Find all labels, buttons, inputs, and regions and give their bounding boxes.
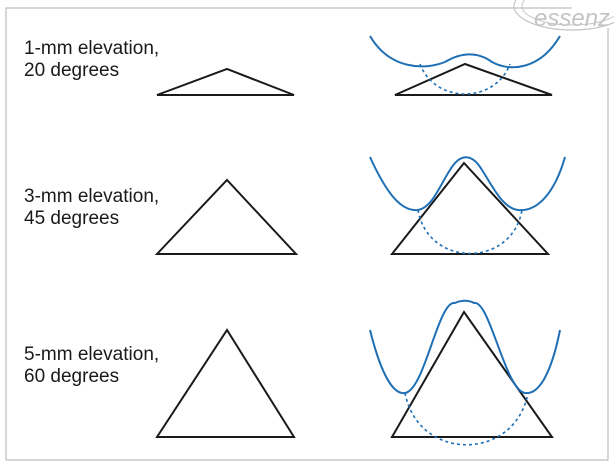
row-1-label: 1-mm elevation, 20 degrees <box>24 38 159 82</box>
row-2-curve <box>369 156 566 212</box>
row-3-right-triangle <box>390 310 554 438</box>
row-2-angle-text: 45 degrees <box>24 208 120 229</box>
row-3-left-triangle <box>155 328 296 438</box>
row-1-elevation-text: 1-mm elevation, <box>24 38 160 59</box>
row-1-curve <box>369 35 561 69</box>
row-1-dashed-arc <box>419 63 511 95</box>
frame-border <box>5 7 609 461</box>
row-2-left-triangle <box>154 178 299 255</box>
row-2-right-triangle <box>389 161 551 255</box>
row-1-angle-text: 20 degrees <box>24 60 120 81</box>
watermark-text: essenz <box>534 5 610 32</box>
row-2-elevation-text: 3-mm elevation, <box>24 186 160 207</box>
watermark-stamp: essenz <box>513 0 614 32</box>
row-1-right-triangle <box>394 62 553 96</box>
row-1-left-triangle <box>156 67 295 96</box>
row-2-label: 3-mm elevation, 45 degrees <box>24 186 159 230</box>
row-2-dashed-arc <box>417 209 523 255</box>
row-3-label: 5-mm elevation, 60 degrees <box>24 344 159 388</box>
row-3-angle-text: 60 degrees <box>24 366 120 387</box>
row-3-elevation-text: 5-mm elevation, <box>24 344 160 365</box>
row-3-curve <box>369 299 561 395</box>
row-3-dashed-arc <box>404 392 529 446</box>
